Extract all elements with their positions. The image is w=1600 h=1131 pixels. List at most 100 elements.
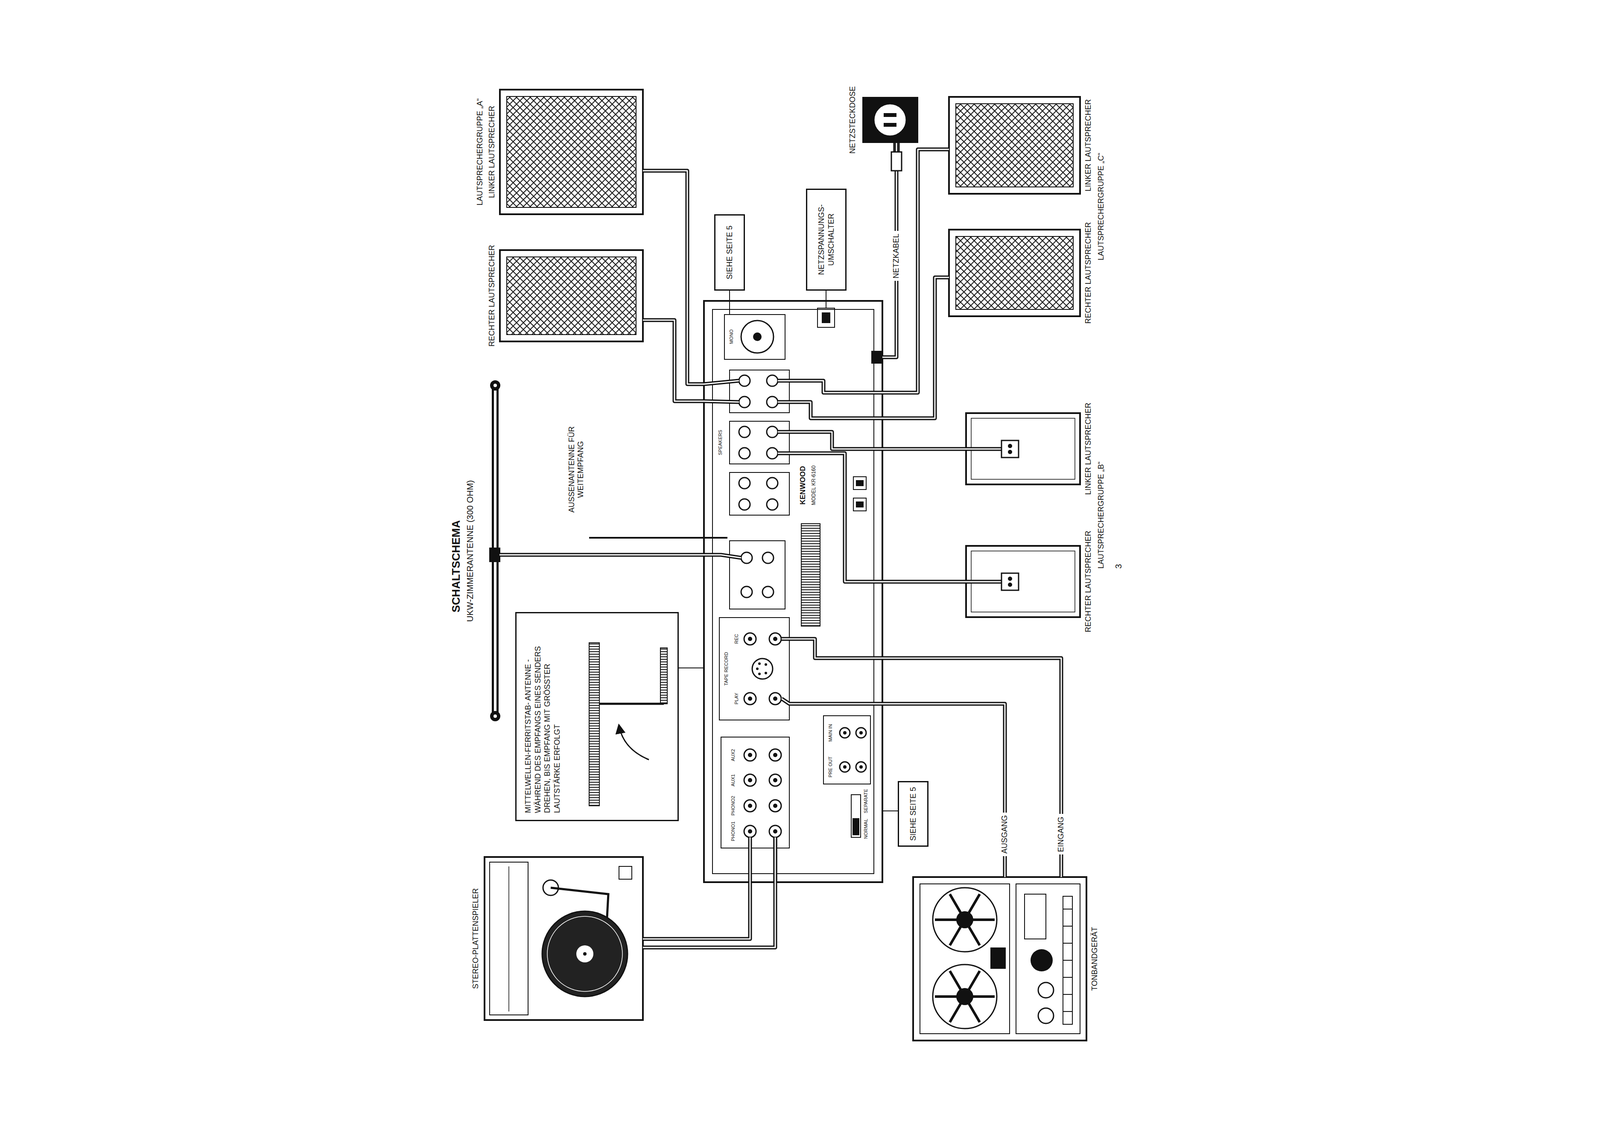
outdoor-antenna-wire (589, 537, 704, 539)
receiver-rear-panel (871, 350, 883, 364)
rca-jack (744, 633, 867, 838)
phono-cable (642, 837, 776, 948)
internal-cable (777, 432, 883, 450)
receiver-rear-panel (801, 523, 821, 627)
rca-jack (773, 829, 778, 834)
rca-jack (773, 778, 778, 783)
turntable-drawing (508, 866, 510, 1012)
screw-terminal (738, 396, 751, 408)
fm-dipole-antenna (493, 714, 497, 719)
turntable-drawing (484, 857, 643, 1021)
screw-terminal (738, 477, 751, 489)
diagram-frame: SCHALTSCHEMAUKW-ZIMMERANTENNE (300 OHM)S… (448, 68, 1132, 1068)
connector-group (499, 554, 704, 556)
cable (882, 580, 967, 584)
speaker-group-label: LAUTSPRECHERGRUPPE „C“ (1096, 152, 1107, 261)
rca-jack (747, 636, 753, 642)
internal-cable (777, 453, 883, 582)
rca-jack (747, 778, 753, 783)
internal-cable (703, 380, 883, 883)
connector-group (642, 882, 751, 940)
wall-socket (873, 103, 907, 137)
rca-jack (744, 749, 757, 762)
loudspeaker-drawing (506, 256, 637, 335)
turntable-drawing (484, 857, 643, 1021)
connector-group (882, 658, 1062, 878)
speaker-group-label: LAUTSPRECHERGRUPPE „A“ (475, 98, 485, 206)
connector-group (882, 811, 898, 812)
internal-cable (748, 837, 753, 883)
reference-box: SIEHE SEITE 5 (897, 781, 929, 847)
loudspeaker: RECHTER LAUTSPRECHER (499, 250, 643, 342)
node-label: RECHTER LAUTSPRECHER (1083, 221, 1094, 324)
rca-jack (747, 803, 753, 809)
turntable: STEREO-PLATTENSPIELER (484, 857, 643, 1021)
page-number: 3 (1113, 563, 1124, 569)
loudspeaker-drawing (948, 229, 1081, 317)
small-loudspeaker-drawing (966, 545, 1081, 618)
receiver-rear-panel (821, 312, 831, 324)
wall-socket (862, 96, 919, 144)
tape-recorder-drawing (934, 971, 995, 1023)
screw-terminal (766, 426, 778, 438)
power-plug (893, 143, 900, 152)
node-label: RECHTER LAUTSPRECHER (487, 245, 497, 347)
rca-jack (773, 696, 778, 701)
connector-group (882, 449, 967, 450)
cable (882, 277, 949, 419)
fm-dipole-antenna (489, 380, 501, 722)
cable (642, 882, 751, 940)
ferrite-antenna-drawing (589, 642, 668, 806)
connector-group (882, 581, 967, 583)
speaker-group-label: LAUTSPRECHERGRUPPE „B“ (1096, 461, 1107, 569)
jack-label: PRE OUT (827, 756, 834, 778)
rca-jack (744, 633, 757, 646)
fm-dipole-antenna (493, 383, 497, 388)
internal-cable (703, 380, 739, 385)
wall-socket: NETZSTECKDOSE (862, 96, 919, 144)
node-text: MITTELWELLEN-FERRITSTAB- ANTENNE - WÄHRE… (523, 620, 562, 814)
connector-group (678, 668, 704, 669)
cable-core (882, 658, 1062, 878)
rca-jack (843, 765, 847, 769)
screw-terminal (766, 499, 778, 511)
rca-jack (859, 731, 863, 735)
jack-label: REC (733, 633, 740, 644)
screw-terminal (766, 447, 778, 459)
connector-layer (448, 68, 1132, 1068)
loudspeaker: RECHTER LAUTSPRECHER (948, 229, 1081, 317)
turntable-drawing (489, 862, 529, 1016)
jack-label: TAPE RECORD (723, 652, 730, 687)
turntable-drawing (618, 866, 632, 880)
din-socket (764, 663, 768, 666)
ferrite-antenna-callout: MITTELWELLEN-FERRITSTAB- ANTENNE - WÄHRE… (515, 612, 679, 822)
turntable-drawing (542, 911, 628, 997)
receiver-rear-panel (855, 480, 864, 487)
jack-label: AUX2 (730, 749, 736, 762)
tape-recorder-drawing (1062, 909, 1073, 1012)
internal-cable (781, 639, 883, 659)
screw-terminal (762, 586, 774, 598)
jack-label: PHONO2 (730, 796, 736, 816)
tape-recorder-drawing (913, 877, 1087, 1041)
rca-jack (839, 762, 850, 773)
cable (882, 703, 1005, 878)
switch-label: SEPARATE (863, 788, 869, 814)
receiver-rear-panel (703, 300, 883, 883)
connector-group (882, 703, 1005, 878)
node-text: SIEHE SEITE 5 (908, 787, 919, 841)
small-loudspeaker-drawing (1001, 440, 1019, 458)
cable (499, 553, 704, 558)
cable (642, 170, 704, 385)
cable-core (882, 149, 949, 393)
internal-cable (781, 698, 883, 704)
jack-label: PHONO1 (730, 821, 736, 842)
rca-jack (773, 803, 778, 809)
din-socket (764, 671, 768, 675)
receiver-rear-panel (721, 737, 790, 849)
rca-jack (769, 774, 782, 787)
tape-recorder-drawing (1016, 884, 1081, 1034)
screw-terminal (766, 375, 778, 387)
rca-jack (747, 696, 753, 701)
wall-socket (883, 113, 897, 117)
